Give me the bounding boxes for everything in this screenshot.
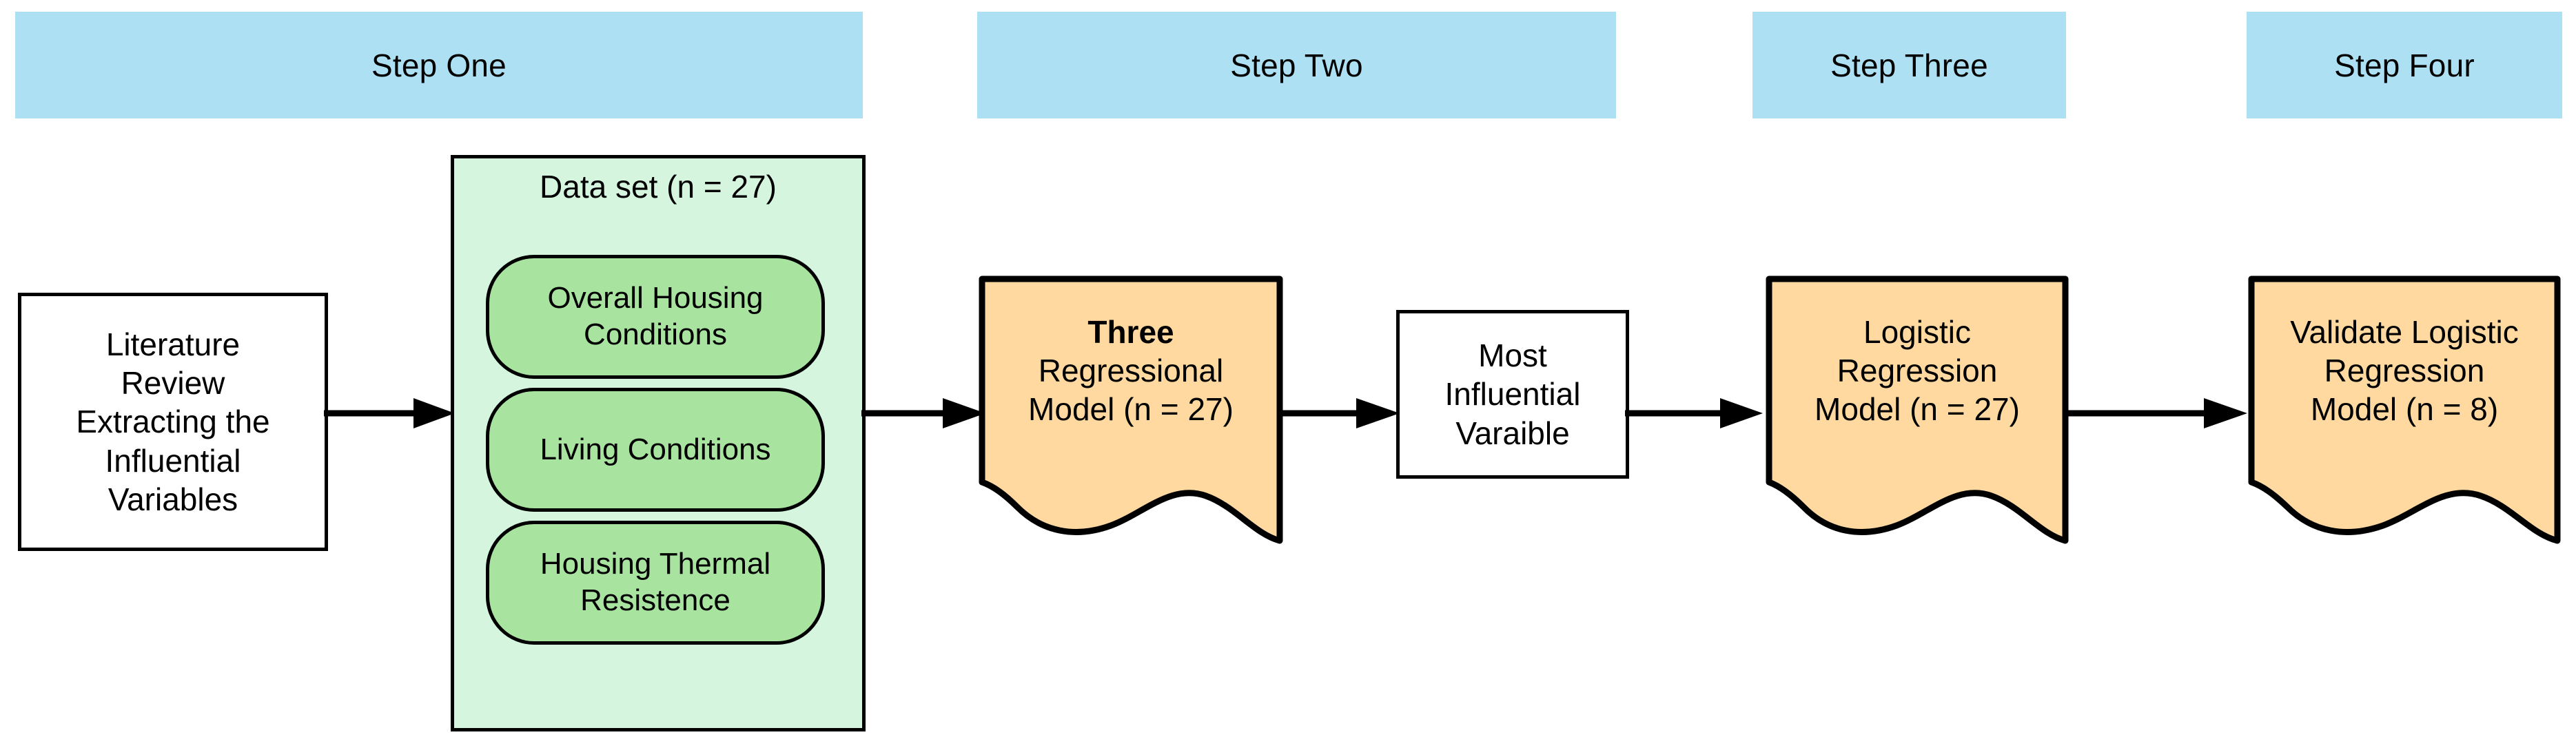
arrow-three-regressional-model-to-most-influential-variable [1279,393,1403,434]
node-living-conditions: Living Conditions [486,388,825,512]
node-overall-housing-conditions-label: Overall Housing Conditions [547,281,764,351]
node-logistic-regression-model: Logistic Regression Model (n = 27) [1766,276,2069,544]
document-shape-icon [979,276,1283,544]
step-bar-two-label: Step Two [1230,47,1363,83]
node-literature-review-label: Literature Review Extracting the Influen… [76,326,270,517]
node-most-influential-variable: Most Influential Varaible [1396,310,1629,479]
node-most-influential-variable-label: Most Influential Varaible [1444,337,1581,451]
node-overall-housing-conditions: Overall Housing Conditions [486,255,825,379]
step-bar-one: Step One [15,12,863,118]
document-shape-icon [1766,276,2069,544]
node-three-regressional-model: Three Regressional Model (n = 27) [979,276,1283,544]
node-data-set-container: Data set (n = 27) Overall Housing Condit… [451,155,866,731]
step-bar-four-label: Step Four [2334,47,2475,83]
step-bar-three: Step Three [1752,12,2066,118]
arrow-literature-review-to-data-set [324,393,458,434]
node-housing-thermal-resistence-label: Housing Thermal Resistence [540,547,771,617]
arrow-data-set-to-three-regressional-model [861,393,989,434]
step-bar-one-label: Step One [371,47,507,83]
node-living-conditions-label: Living Conditions [540,432,771,466]
arrow-logistic-regression-model-to-validate-model [2065,393,2251,434]
step-bar-four: Step Four [2247,12,2562,118]
node-data-set-title: Data set (n = 27) [540,169,777,205]
node-validate-logistic-regression-model: Validate Logistic Regression Model (n = … [2248,276,2561,544]
step-bar-three-label: Step Three [1830,47,1988,83]
arrow-most-influential-variable-to-logistic-regression-model [1625,393,1766,434]
step-bar-two: Step Two [977,12,1616,118]
node-housing-thermal-resistence: Housing Thermal Resistence [486,521,825,645]
document-shape-icon [2248,276,2561,544]
node-literature-review: Literature Review Extracting the Influen… [18,293,328,551]
